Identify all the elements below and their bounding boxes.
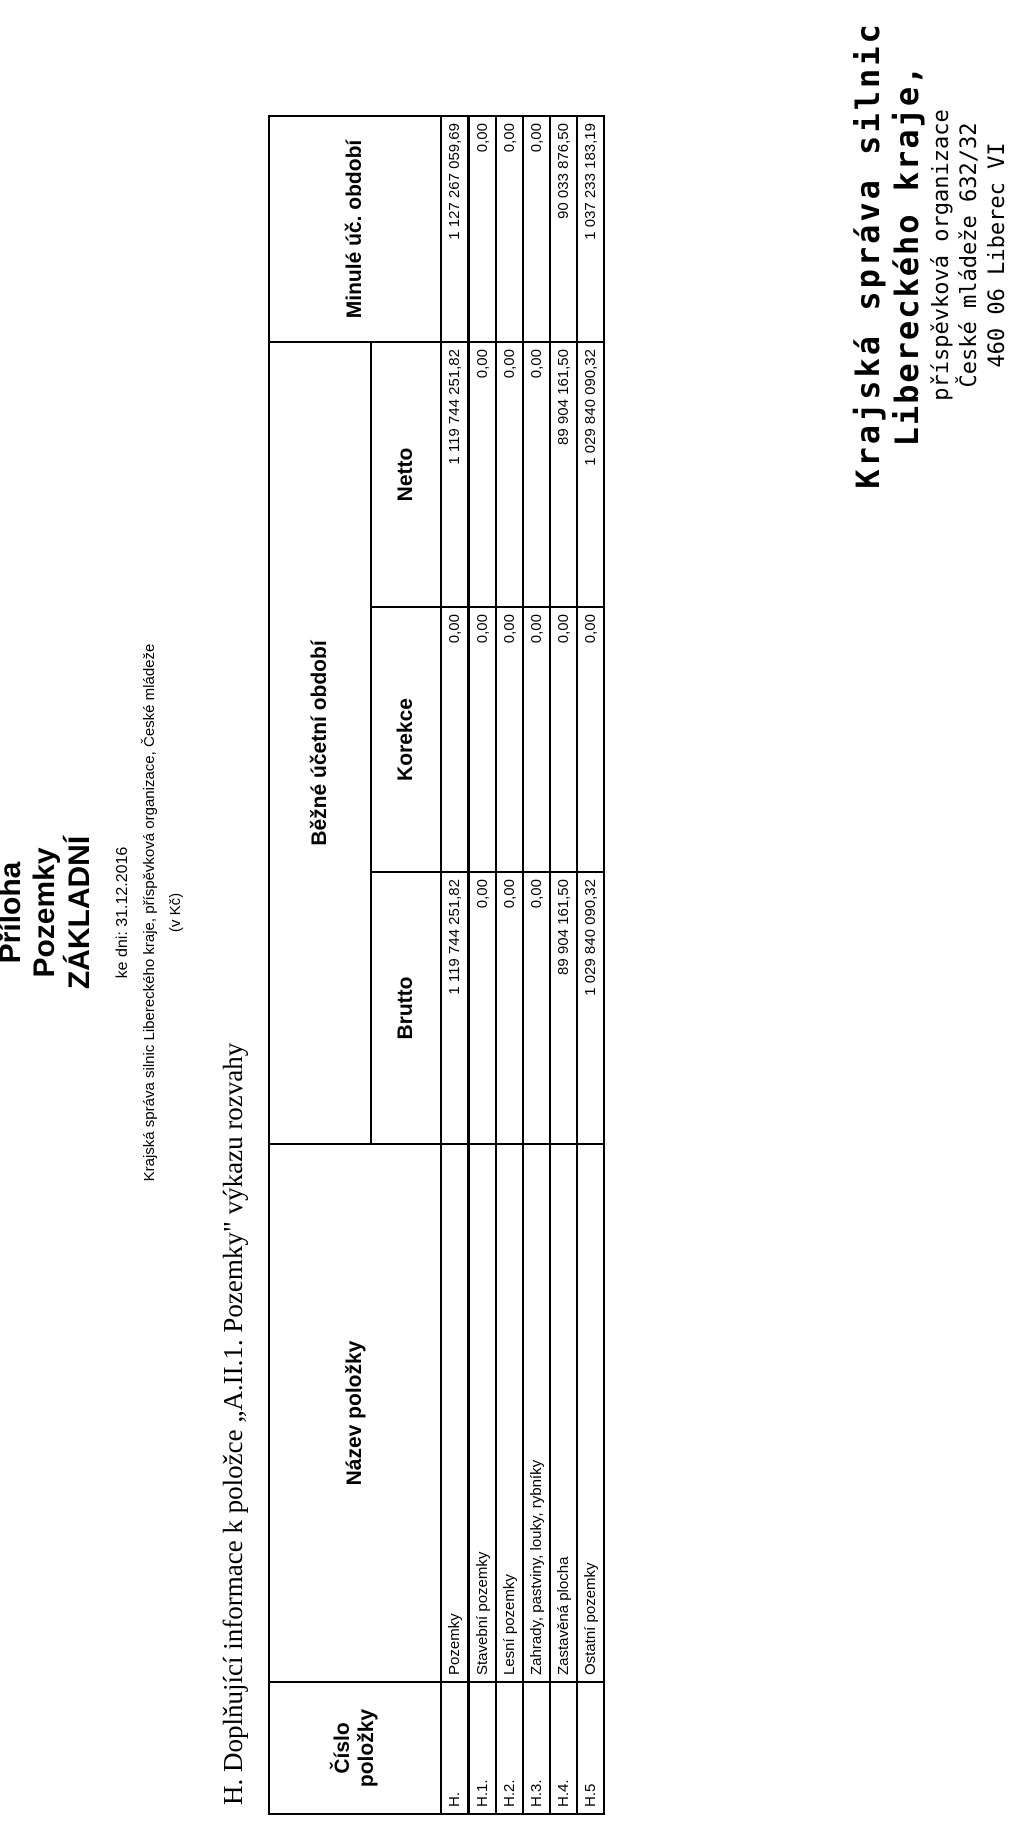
row-number: H.3. — [523, 1682, 550, 1814]
organization-stamp: Krajská správa silnic Libereckého kraje,… — [849, 10, 1010, 500]
row-name: Pozemky — [441, 1144, 469, 1682]
col-header-netto: Netto — [371, 342, 441, 607]
row-brutto: 1 029 840 090,32 — [577, 872, 604, 1144]
stamp-line: 460 06 Liberec VI — [985, 142, 1010, 368]
table-row: H.1. Stavební pozemky 0,00 0,00 0,00 0,0… — [468, 116, 496, 1814]
col-header-korekce: Korekce — [371, 607, 441, 872]
col-header-brutto: Brutto — [371, 872, 441, 1144]
row-previous: 0,00 — [496, 116, 523, 342]
currency-unit: (v Kč) — [167, 892, 184, 933]
row-netto: 0,00 — [523, 342, 550, 607]
report-date: ke dni: 31.12.2016 — [114, 846, 131, 979]
row-korekce: 0,00 — [523, 607, 550, 872]
row-netto: 89 904 161,50 — [550, 342, 577, 607]
row-brutto: 0,00 — [468, 872, 496, 1144]
table-row: H.4. Zastavěná plocha 89 904 161,50 0,00… — [550, 116, 577, 1814]
table-row: H.5 Ostatní pozemky 1 029 840 090,32 0,0… — [577, 116, 604, 1814]
col-header-previous-period: Minulé úč. období — [269, 116, 441, 342]
table-row: H. Pozemky 1 119 744 251,82 0,00 1 119 7… — [441, 116, 469, 1814]
col-header-current-period: Běžné účetní období — [269, 342, 371, 1144]
row-brutto: 89 904 161,50 — [550, 872, 577, 1144]
row-previous: 1 037 233 183,19 — [577, 116, 604, 342]
row-netto: 1 119 744 251,82 — [441, 342, 469, 607]
row-previous: 1 127 267 059,69 — [441, 116, 469, 342]
row-brutto: 1 119 744 251,82 — [441, 872, 469, 1144]
col-header-name: Název položky — [269, 1144, 441, 1682]
table-row: H.2. Lesní pozemky 0,00 0,00 0,00 0,00 — [496, 116, 523, 1814]
row-brutto: 0,00 — [496, 872, 523, 1144]
row-name: Zastavěná plocha — [550, 1144, 577, 1682]
land-table: Číslo položky Název položky Běžné účetní… — [268, 115, 605, 1815]
row-name: Stavební pozemky — [468, 1144, 496, 1682]
stamp-line: Krajská správa silnic — [849, 21, 887, 489]
row-previous: 0,00 — [523, 116, 550, 342]
stamp-line: příspěvková organizace — [929, 109, 954, 401]
row-brutto: 0,00 — [523, 872, 550, 1144]
row-netto: 0,00 — [468, 342, 496, 607]
organization-name: Krajská správa silnic Libereckého kraje,… — [141, 643, 158, 1182]
row-number: H.2. — [496, 1682, 523, 1814]
col-header-number: Číslo položky — [269, 1682, 441, 1814]
row-previous: 90 033 876,50 — [550, 116, 577, 342]
row-korekce: 0,00 — [577, 607, 604, 872]
stamp-line: České mládeže 632/32 — [957, 122, 982, 388]
row-number: H. — [441, 1682, 469, 1814]
row-korekce: 0,00 — [441, 607, 469, 872]
section-title: H. Doplňující informace k položce „A.II.… — [218, 1042, 248, 1805]
row-number: H.4. — [550, 1682, 577, 1814]
table-row: H.3. Zahrady, pastviny, louky, rybníky 0… — [523, 116, 550, 1814]
row-korekce: 0,00 — [468, 607, 496, 872]
title-pozemky: Pozemky — [28, 847, 61, 978]
row-korekce: 0,00 — [496, 607, 523, 872]
row-netto: 0,00 — [496, 342, 523, 607]
title-priloha: Příloha — [0, 861, 27, 964]
row-name: Ostatní pozemky — [577, 1144, 604, 1682]
row-korekce: 0,00 — [550, 607, 577, 872]
row-name: Zahrady, pastviny, louky, rybníky — [523, 1144, 550, 1682]
row-name: Lesní pozemky — [496, 1144, 523, 1682]
row-number: H.1. — [468, 1682, 496, 1814]
row-netto: 1 029 840 090,32 — [577, 342, 604, 607]
title-zakladni: ZÁKLADNÍ — [63, 835, 96, 990]
row-number: H.5 — [577, 1682, 604, 1814]
row-previous: 0,00 — [468, 116, 496, 342]
stamp-line: Libereckého kraje, — [888, 63, 926, 447]
